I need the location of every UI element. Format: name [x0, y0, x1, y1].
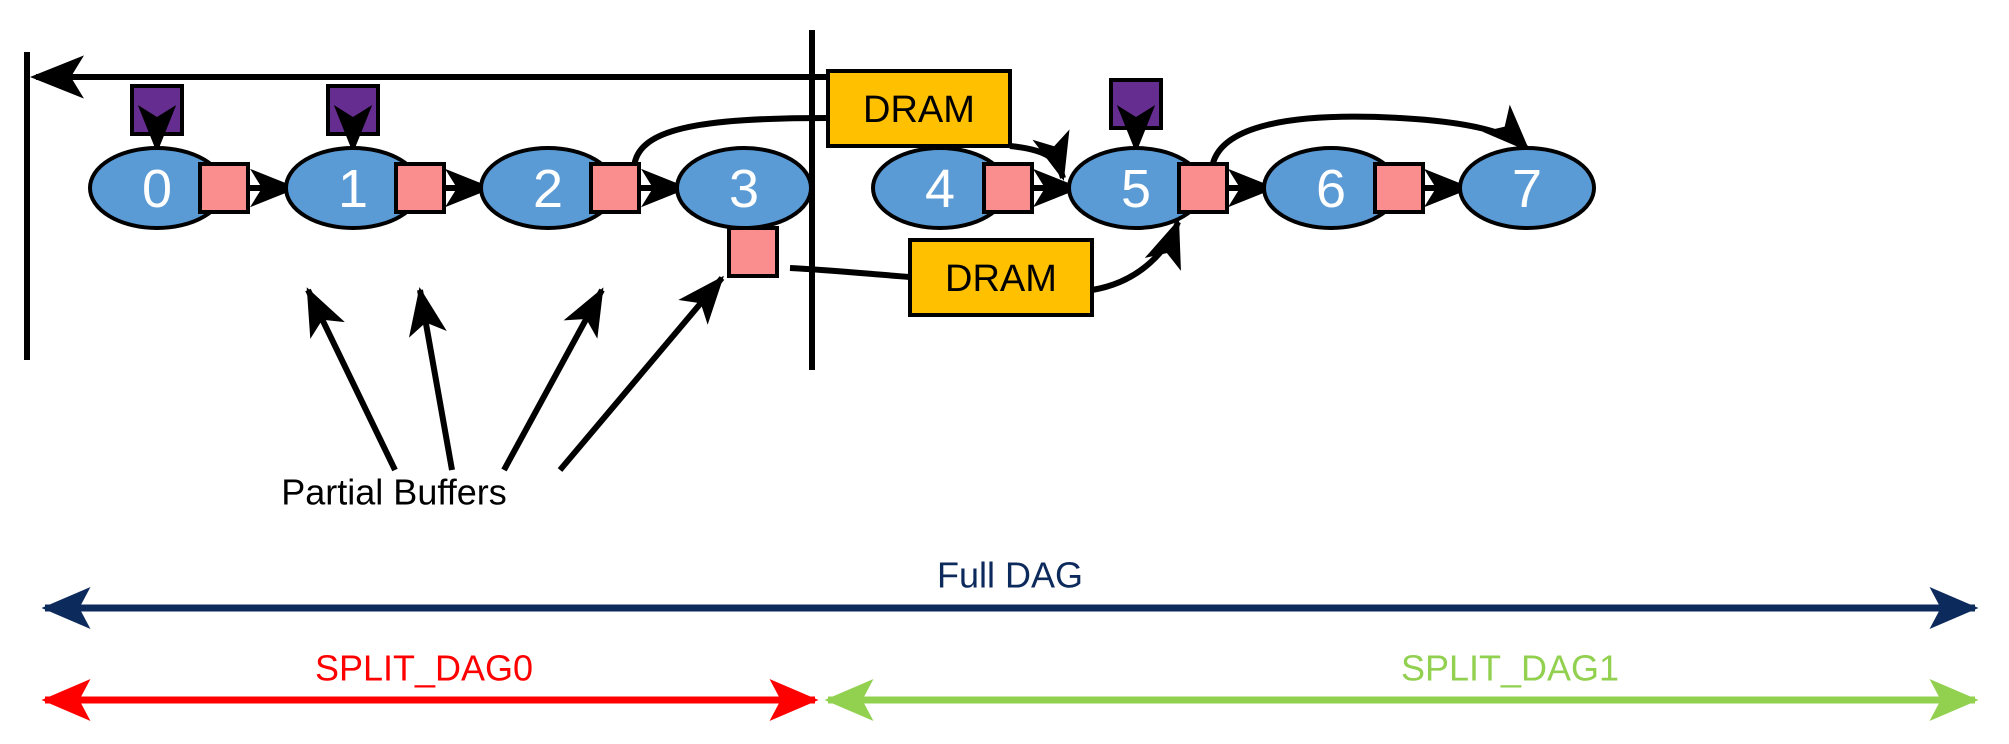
node-0-label: 0 — [142, 159, 172, 219]
full-dag-label: Full DAG — [937, 555, 1083, 596]
partial-buffer-5-6[interactable] — [1177, 162, 1229, 214]
partial-buffer-3-dram[interactable] — [727, 226, 779, 278]
node-4[interactable]: 4 — [871, 146, 1009, 230]
leader-to-buffer-3-dram — [557, 275, 725, 472]
split-dag0-label: SPLIT_DAG0 — [315, 648, 533, 689]
curve-dram-top-to-node4 — [1009, 129, 1070, 181]
node-0[interactable]: 0 — [88, 146, 226, 230]
curve-dram-bottom-to-node5 — [1091, 219, 1181, 293]
node-3[interactable]: 3 — [675, 146, 813, 230]
node-4-label: 4 — [925, 159, 955, 219]
dram-block-bottom: DRAM — [908, 238, 1094, 317]
dram-block-top: DRAM — [826, 69, 1012, 148]
curve-buffer56-to-node7 — [1209, 104, 1531, 169]
node-5-label: 5 — [1121, 159, 1151, 219]
partial-buffer-1-2[interactable] — [394, 162, 446, 214]
node-6[interactable]: 6 — [1262, 146, 1400, 230]
dram-bottom-label: DRAM — [945, 258, 1057, 300]
node-1-label: 1 — [338, 159, 368, 219]
leader-to-buffer-0-1 — [305, 287, 398, 472]
dram-top-label: DRAM — [863, 89, 975, 131]
node-7-label: 7 — [1512, 159, 1542, 219]
partial-buffer-6-7[interactable] — [1373, 162, 1425, 214]
curve-buffer23-to-dram-top — [631, 115, 829, 171]
leader-to-buffer-2-3 — [501, 287, 605, 472]
node-7[interactable]: 7 — [1458, 146, 1596, 230]
partial-buffer-2-3[interactable] — [589, 162, 641, 214]
partial-buffers-label: Partial Buffers — [281, 472, 506, 513]
weight-block-node-5 — [1109, 78, 1163, 153]
node-3-label: 3 — [729, 159, 759, 219]
node-2-label: 2 — [533, 159, 563, 219]
weight-block-node-1 — [326, 84, 380, 153]
node-6-label: 6 — [1316, 159, 1346, 219]
curve-buffer3dram-to-dram-bottom — [789, 265, 911, 280]
leader-to-buffer-1-2 — [408, 287, 455, 471]
partial-buffer-0-1[interactable] — [198, 162, 250, 214]
weight-block-node-0 — [130, 84, 184, 153]
split-dag1-label: SPLIT_DAG1 — [1401, 648, 1619, 689]
partial-buffer-4-5[interactable] — [982, 162, 1034, 214]
